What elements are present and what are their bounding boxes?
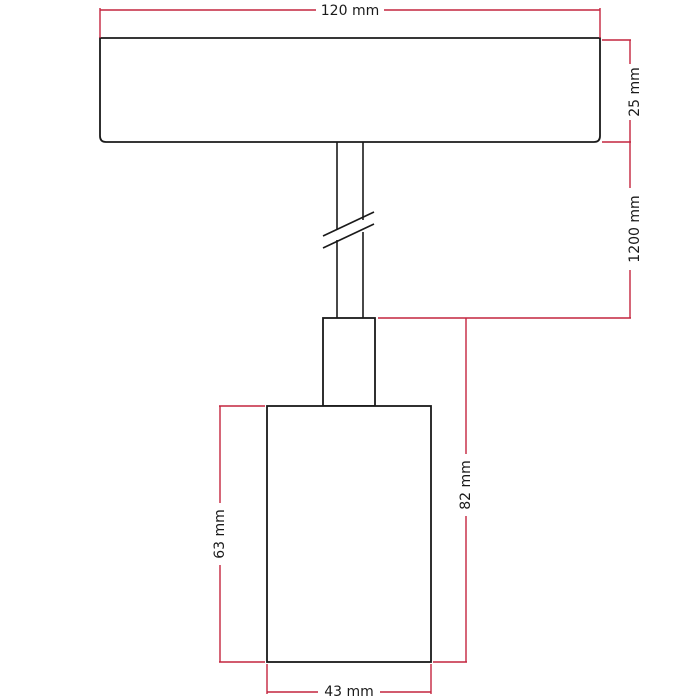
cable-break-mark [322,211,375,237]
svg-text:120 mm: 120 mm [321,3,379,19]
svg-text:25 mm: 25 mm [627,67,643,117]
svg-text:63 mm: 63 mm [212,509,228,559]
ceiling-canopy [99,37,601,143]
label-shade-height: 63 mm [211,503,229,565]
lamp-outline [99,37,601,663]
cable [322,142,375,318]
svg-text:82 mm: 82 mm [458,460,474,510]
label-lamp-height: 82 mm [457,454,475,516]
dimension-labels: 120 mm 25 mm 1200 mm 82 mm 63 mm 43 mm [211,1,643,700]
label-shade-width: 43 mm [318,682,380,700]
label-canopy-width: 120 mm [316,1,384,19]
svg-text:43 mm: 43 mm [324,684,374,700]
label-cable-length: 1200 mm [621,188,643,270]
cable-break-mark [322,223,375,249]
label-canopy-height: 25 mm [621,64,643,120]
lamp-shade [266,405,432,663]
dimension-lines [99,8,631,694]
lamp-socket [322,317,376,407]
svg-text:1200 mm: 1200 mm [627,195,643,262]
